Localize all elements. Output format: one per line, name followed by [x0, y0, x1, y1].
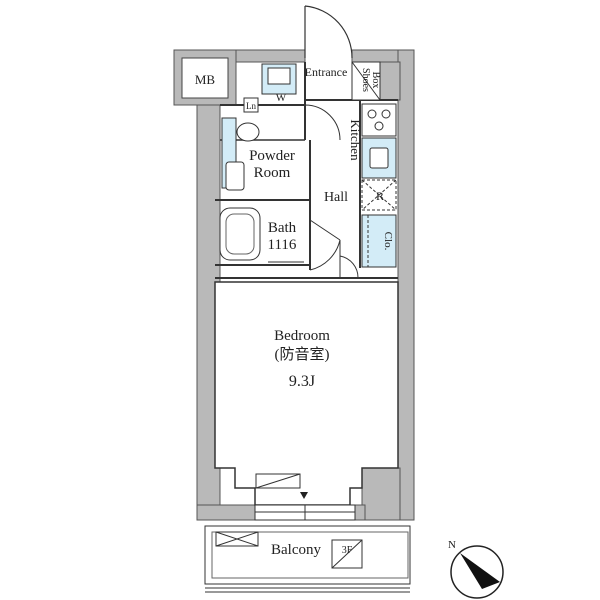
- stove: [361, 103, 397, 137]
- powder-door[interactable]: [304, 104, 341, 141]
- shoes-box-label-2: Box: [370, 72, 381, 89]
- compass-north-label: N: [448, 539, 456, 551]
- bottom-right-block: [361, 467, 401, 521]
- bedroom-size: 9.3J: [289, 373, 315, 390]
- right-wall-block: [379, 61, 401, 101]
- sink-icon: [225, 161, 245, 191]
- mb-box: [181, 57, 229, 99]
- compass: N: [448, 539, 504, 599]
- bedroom-label-2: (防音室): [275, 346, 330, 363]
- entrance-label: Entrance: [305, 65, 348, 79]
- window-marker-icon: [300, 492, 308, 499]
- washer-icon: [267, 67, 291, 85]
- bath-label-2: 1116: [268, 237, 297, 253]
- burner-icon: [381, 109, 391, 119]
- bath-label-1: Bath: [268, 220, 297, 236]
- bathtub-icon: [219, 207, 261, 261]
- bath-door[interactable]: [309, 219, 341, 271]
- shoes-box-label-1: Shoes: [360, 68, 371, 92]
- interior-walls: [215, 62, 398, 279]
- entrance-door[interactable]: [304, 5, 353, 59]
- bedroom-door[interactable]: [339, 240, 359, 279]
- hall-label: Hall: [324, 190, 348, 205]
- toilet-icon: [236, 122, 260, 142]
- refrigerator-label: R: [376, 189, 384, 203]
- burner-icon: [374, 121, 384, 131]
- floor-label: 3F: [342, 545, 353, 556]
- bottom-wall-left: [196, 504, 256, 521]
- burner-icon: [367, 109, 377, 119]
- bottom-wall-right: [354, 504, 366, 521]
- linen-label: Ln: [246, 101, 256, 111]
- closet-label: Clo.: [382, 232, 394, 251]
- washer-label: W: [276, 92, 287, 104]
- compass-needle-icon: [460, 553, 500, 589]
- powder-room-label-1: Powder: [249, 148, 295, 164]
- balcony-label: Balcony: [271, 542, 321, 558]
- right-wall: [397, 49, 415, 521]
- powder-room-label-2: Room: [254, 165, 291, 181]
- kitchen-sink-icon: [369, 147, 389, 169]
- mb-label: MB: [195, 72, 216, 87]
- linen-closet: [243, 97, 259, 113]
- bedroom-label-1: Bedroom: [274, 328, 330, 344]
- kitchen-label: Kitchen: [348, 119, 363, 161]
